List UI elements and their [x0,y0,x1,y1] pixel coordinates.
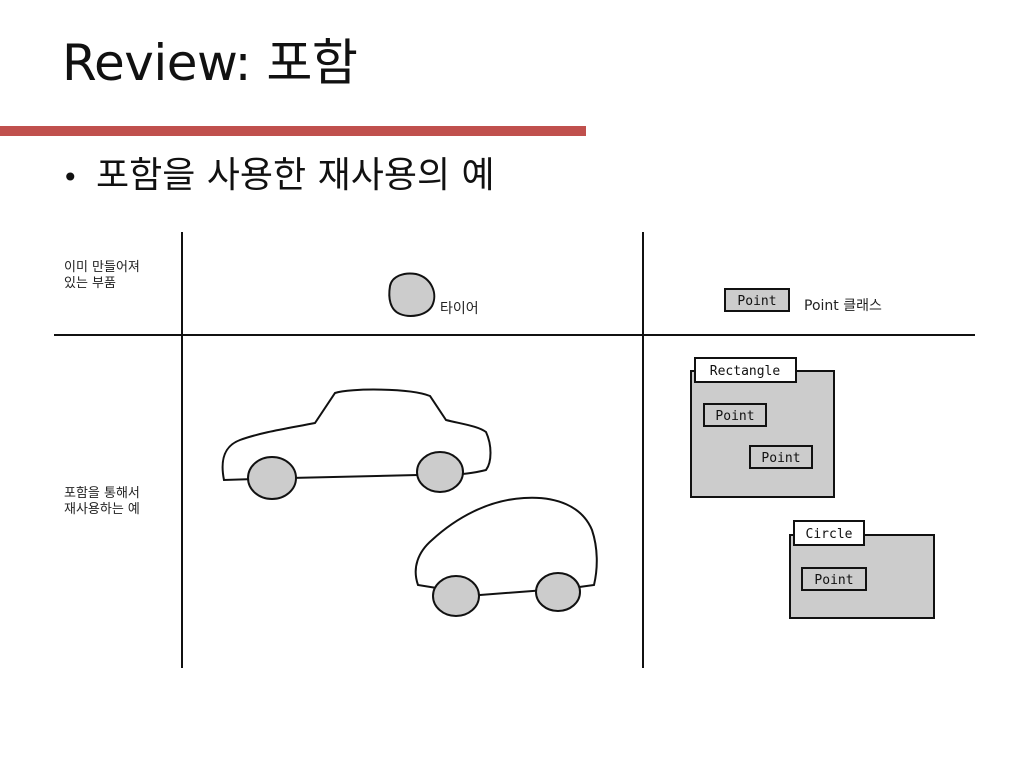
sedan-body [221,388,492,482]
sedan-front-wheel [416,451,464,493]
bullet-item: • 포함을 사용한 재사용의 예 [62,150,495,204]
row-label-reuse-line1: 포함을 통해서 [64,486,140,501]
rectangle-class-box [690,370,835,498]
sedan-rear-wheel [247,456,297,500]
title-accent-bar [0,126,586,136]
rectangle-point-box-1 [703,403,767,427]
circle-point-box [801,567,867,591]
bullet-dot: • [62,161,79,194]
circle-class-title: Circle [806,527,853,542]
row-label-existing-parts: 이미 만들어져 있는 부품 [64,260,140,292]
point-class-label: Point 클래스 [804,298,882,314]
circle-point-label: Point [814,573,853,588]
tire-label: 타이어 [440,301,479,317]
circle-class-title-box [793,520,865,546]
slide-title: Review: 포함 [62,34,358,92]
row-label-existing-line1: 이미 만들어져 [64,260,140,275]
rectangle-point-box-2 [749,445,813,469]
row-label-reuse-example: 포함을 통해서 재사용하는 예 [64,486,140,518]
point-class-box-label: Point [737,294,776,309]
tire-shape [388,272,436,317]
hatchback-rear-wheel [432,575,480,617]
hatchback-front-wheel [535,572,581,612]
point-class-box [724,288,790,312]
row-label-reuse-line2: 재사용하는 예 [64,502,140,517]
rectangle-point-label-2: Point [761,451,800,466]
hatchback-body [414,496,598,597]
rectangle-point-label-1: Point [715,409,754,424]
bullet-text: 포함을 사용한 재사용의 예 [96,155,495,196]
rectangle-class-title: Rectangle [710,364,781,379]
rectangle-class-title-box [694,357,797,383]
row-label-existing-line2: 있는 부품 [64,276,116,291]
